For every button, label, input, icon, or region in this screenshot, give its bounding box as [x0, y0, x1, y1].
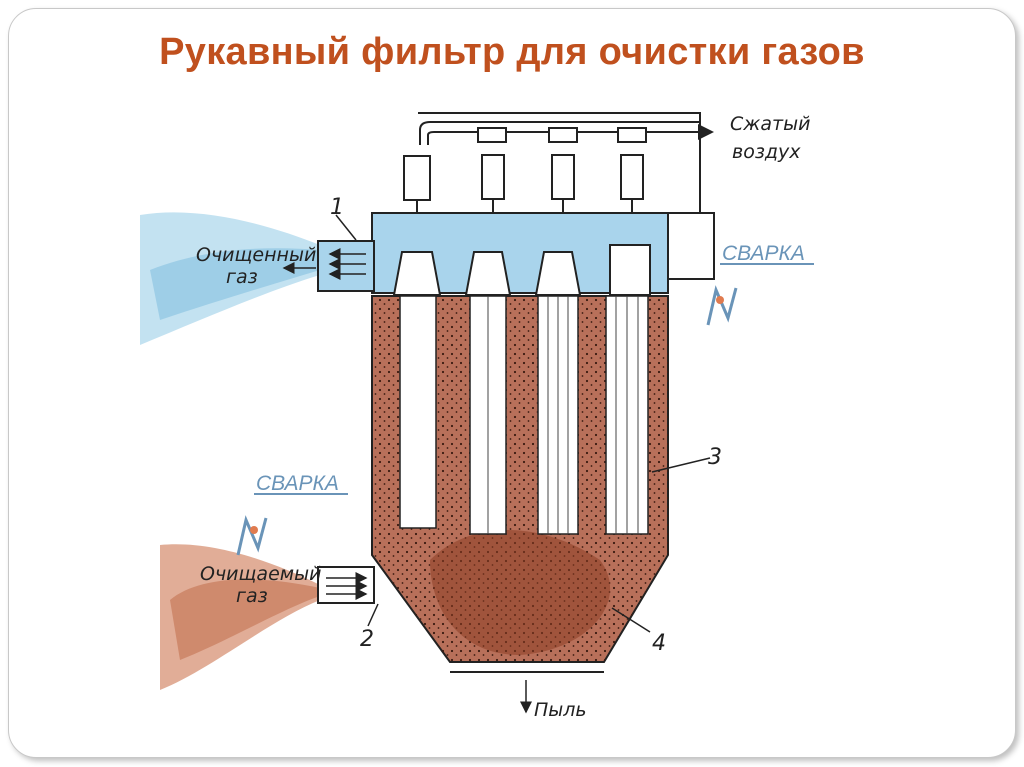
clean-gas-label-1: Очищенный	[196, 244, 316, 266]
watermark-top: СВАРКА	[706, 242, 814, 326]
watermark-text-bottom: СВАРКА	[256, 472, 339, 495]
slide-title: Рукавный фильтр для очистки газов	[159, 31, 865, 73]
callout-4: 4	[652, 631, 666, 656]
bag-collars	[392, 244, 651, 296]
dust-label: Пыль	[534, 699, 587, 721]
filter-housing	[317, 212, 715, 673]
clean-gas-label-2: газ	[226, 266, 258, 288]
clean-gas-stream	[140, 212, 320, 345]
watermark-logo-icon	[706, 285, 738, 326]
watermark-text-top: СВАРКА	[722, 242, 805, 265]
compressed-air-manifold	[418, 112, 714, 213]
watermark-logo-icon	[236, 515, 268, 556]
dirty-gas-label-2: газ	[236, 585, 268, 607]
watermark-bottom: СВАРКА	[236, 472, 348, 556]
callout-1: 1	[330, 195, 344, 220]
pulse-valves	[403, 127, 647, 218]
flow-arrows	[282, 214, 711, 714]
dirty-gas-label-1: Очищаемый	[200, 563, 321, 585]
callout-2: 2	[360, 627, 374, 652]
compressed-air-label-2: воздух	[732, 141, 801, 163]
callout-3: 3	[708, 445, 722, 470]
compressed-air-label-1: Сжатый	[730, 113, 810, 135]
filter-bags	[399, 295, 649, 535]
dirty-gas-stream	[160, 544, 320, 690]
